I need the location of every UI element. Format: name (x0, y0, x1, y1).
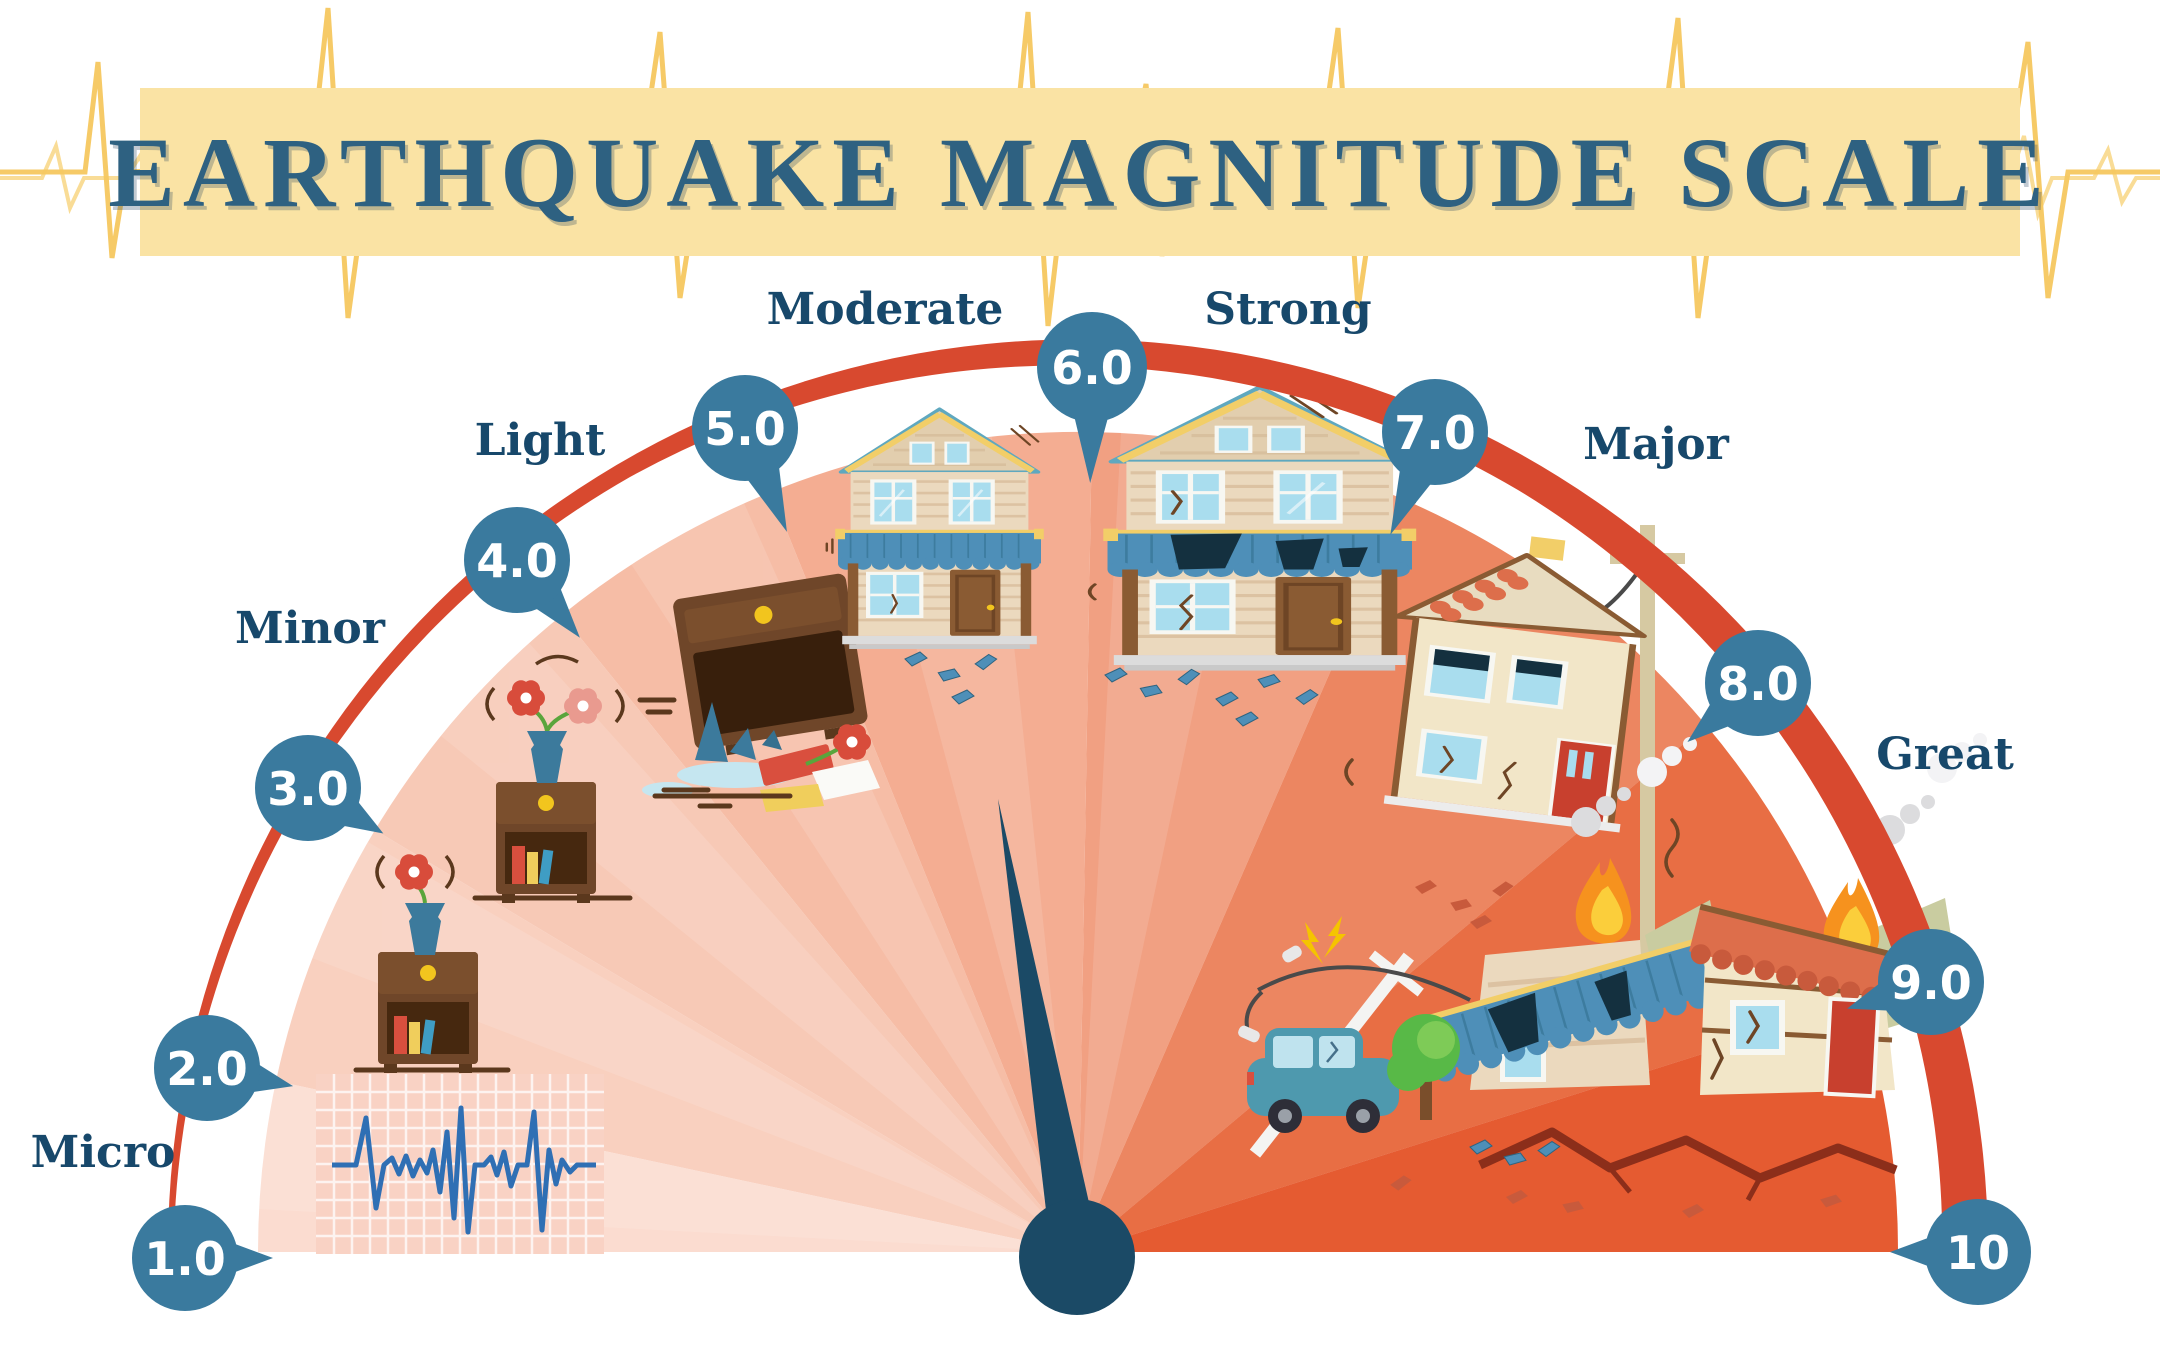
tree-illustration (1387, 1014, 1460, 1120)
magnitude-value: 9.0 (1890, 956, 1972, 1010)
category-label-light: Light (475, 415, 606, 466)
gauge-needle (998, 799, 1135, 1315)
magnitude-value: 5.0 (704, 402, 786, 456)
page-title: EARTHQUAKE MAGNITUDE SCALE (108, 116, 2052, 228)
magnitude-bubble-7-0: 7.0 (1382, 379, 1488, 535)
magnitude-value: 1.0 (144, 1232, 226, 1286)
magnitude-bubble-8-0: 8.0 (1687, 630, 1811, 743)
strong-house-illustration (1087, 385, 1422, 671)
magnitude-value: 6.0 (1051, 341, 1133, 395)
fallen-tv-illustration (637, 573, 880, 812)
nightstand-vase-illustration (353, 854, 511, 1073)
magnitude-value: 8.0 (1717, 657, 1799, 711)
category-label-major: Major (1583, 419, 1729, 470)
magnitude-value: 4.0 (476, 534, 558, 588)
seismogram-illustration (316, 1074, 604, 1254)
nightstand-two-flowers-illustration (472, 654, 633, 903)
magnitude-value: 2.0 (166, 1042, 248, 1096)
magnitude-bubble-4-0: 4.0 (464, 507, 580, 638)
category-label-strong: Strong (1204, 284, 1371, 335)
magnitude-bubble-10: 10 (1890, 1199, 2031, 1305)
major-house-illustration (1344, 525, 1907, 980)
car-illustration (1247, 1028, 1399, 1133)
magnitude-value: 7.0 (1394, 406, 1476, 460)
magnitude-bubble-3-0: 3.0 (255, 735, 384, 841)
category-label-micro: Micro (31, 1127, 176, 1178)
magnitude-bubble-2-0: 2.0 (154, 1015, 294, 1121)
magnitude-value: 3.0 (267, 762, 349, 816)
moderate-house-illustration (825, 407, 1044, 649)
magnitude-bubble-6-0: 6.0 (1037, 312, 1147, 483)
category-label-moderate: Moderate (767, 284, 1004, 335)
magnitude-bubble-9-0: 9.0 (1847, 929, 1984, 1035)
category-label-minor: Minor (235, 603, 386, 654)
magnitude-bubble-5-0: 5.0 (692, 375, 798, 532)
magnitude-bubble-1-0: 1.0 (132, 1205, 273, 1311)
category-label-great: Great (1876, 729, 2014, 780)
title-banner: EARTHQUAKE MAGNITUDE SCALE (108, 88, 2044, 256)
magnitude-value: 10 (1946, 1226, 2010, 1280)
